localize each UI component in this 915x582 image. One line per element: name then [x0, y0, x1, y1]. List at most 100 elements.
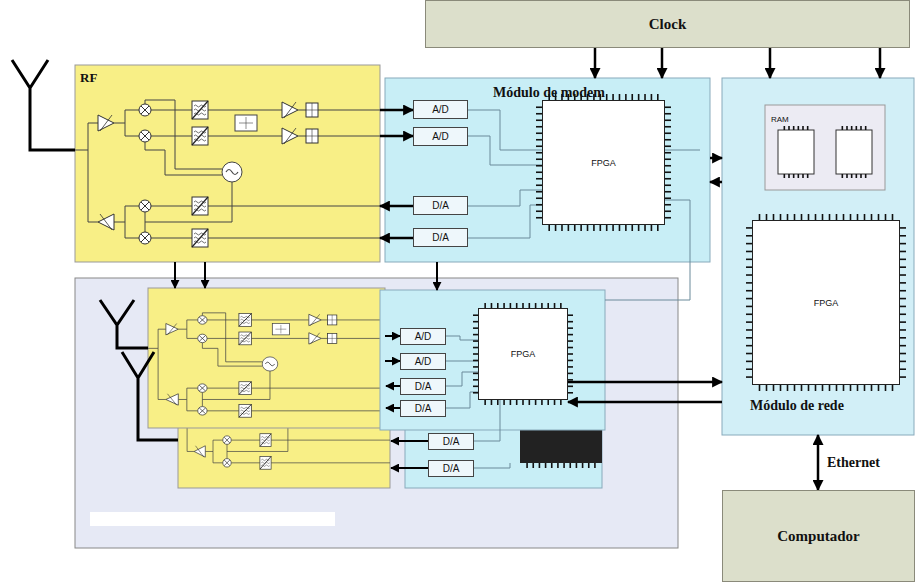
drawing-rect	[75, 65, 380, 262]
chip-pin	[568, 373, 573, 375]
chip-pin	[497, 400, 499, 405]
chip-pin	[856, 174, 858, 178]
chip-pin	[900, 227, 906, 229]
drawing-rect	[178, 425, 390, 488]
chip-pin	[568, 321, 573, 323]
chip-pin	[900, 266, 906, 268]
drawing-path	[386, 407, 400, 409]
chip-pin	[784, 174, 786, 178]
signal-arrow	[817, 435, 820, 490]
chip-pin	[798, 126, 800, 130]
chip-pin	[860, 174, 862, 178]
chip-pin	[569, 463, 571, 468]
drawing-g	[473, 94, 906, 468]
chip-pin	[568, 314, 573, 316]
chip-pin	[568, 366, 573, 368]
chip-pin	[865, 126, 867, 130]
node-label: D/A	[432, 232, 449, 243]
chip-pin	[568, 340, 573, 342]
dac-box: D/A	[413, 228, 468, 247]
signal-arrow	[710, 181, 722, 184]
drawing-rect	[380, 290, 605, 430]
drawing-path	[468, 110, 542, 238]
drawing-rect	[148, 288, 385, 428]
node-label: A/D	[432, 104, 449, 115]
chip-pin	[665, 158, 671, 160]
chip-pin	[860, 126, 862, 130]
chip-pin	[568, 386, 573, 388]
chip-pin	[857, 385, 859, 391]
chip-pin	[793, 126, 795, 130]
chip-pin	[644, 225, 646, 231]
chip-pin	[665, 191, 671, 193]
dac-box: D/A	[400, 400, 446, 417]
chip-pin	[851, 174, 853, 178]
dac-box: D/A	[400, 378, 446, 395]
chip-pin	[593, 225, 595, 231]
chip-pin	[900, 368, 906, 370]
chip-pin	[900, 353, 906, 355]
chip-pin	[665, 217, 671, 219]
signal-arrow	[769, 48, 772, 78]
chip-pin	[587, 225, 589, 231]
node-label: D/A	[415, 403, 432, 414]
chip-pin	[560, 400, 562, 405]
chip-pin	[547, 400, 549, 405]
node-label: Módulo de rede	[750, 398, 844, 414]
drawing-path	[100, 300, 148, 348]
node-label: Computador	[777, 528, 860, 545]
signal-arrow	[879, 48, 882, 78]
chip-pin	[773, 385, 775, 391]
fpga-chip: FPGA	[542, 100, 665, 225]
node-label: Módulo de modem	[493, 85, 605, 101]
drawing-rect	[75, 278, 678, 548]
drawing-rect	[836, 130, 872, 174]
chip-pin	[638, 225, 640, 231]
chip-pin	[846, 174, 848, 178]
clock-box: Clock	[425, 0, 910, 48]
chip-pin	[532, 463, 534, 468]
signal-arrow	[594, 48, 597, 78]
chip-pin	[865, 174, 867, 178]
modem-module: Módulo de modemA/DA/DFPGAD/AD/A	[385, 78, 710, 262]
chip-pin	[900, 306, 906, 308]
chip-pin	[576, 463, 578, 468]
chip-pin	[665, 165, 671, 167]
drawing-path	[385, 360, 400, 362]
chip-pin	[539, 463, 541, 468]
chip-pin	[900, 321, 906, 323]
fpga-chip: FPGA	[752, 220, 900, 385]
chip-pin	[631, 225, 633, 231]
chip-pin	[900, 274, 906, 276]
chip-pin	[766, 385, 768, 391]
chip-pin	[568, 392, 573, 394]
drawing-rect	[385, 78, 710, 262]
chip-pin	[900, 298, 906, 300]
edge-label-holder: Ethernet	[826, 453, 881, 471]
chip-pin	[651, 225, 653, 231]
node-label: D/A	[415, 381, 432, 392]
node-label: Clock	[649, 16, 687, 33]
chip-pin	[657, 225, 659, 231]
chip-pin	[892, 385, 894, 391]
chip-pin	[900, 235, 906, 237]
chip-pin	[842, 126, 844, 130]
chip-pin	[561, 225, 563, 231]
chip-pin	[900, 243, 906, 245]
chip-pin	[665, 197, 671, 199]
chip-pin	[665, 132, 671, 134]
signal-arrow	[380, 237, 413, 240]
chip-pin	[503, 400, 505, 405]
node-label: A/D	[415, 356, 432, 367]
chip-pin	[541, 400, 543, 405]
chip-pin	[788, 126, 790, 130]
chip-pin	[851, 126, 853, 130]
node-label: FPGA	[814, 298, 839, 308]
chip-pin	[665, 184, 671, 186]
chip-pin	[794, 385, 796, 391]
drawing-g	[178, 425, 390, 469]
drawing-rect	[520, 425, 602, 463]
chip-pin	[484, 400, 486, 405]
signal-arrow	[568, 381, 722, 384]
